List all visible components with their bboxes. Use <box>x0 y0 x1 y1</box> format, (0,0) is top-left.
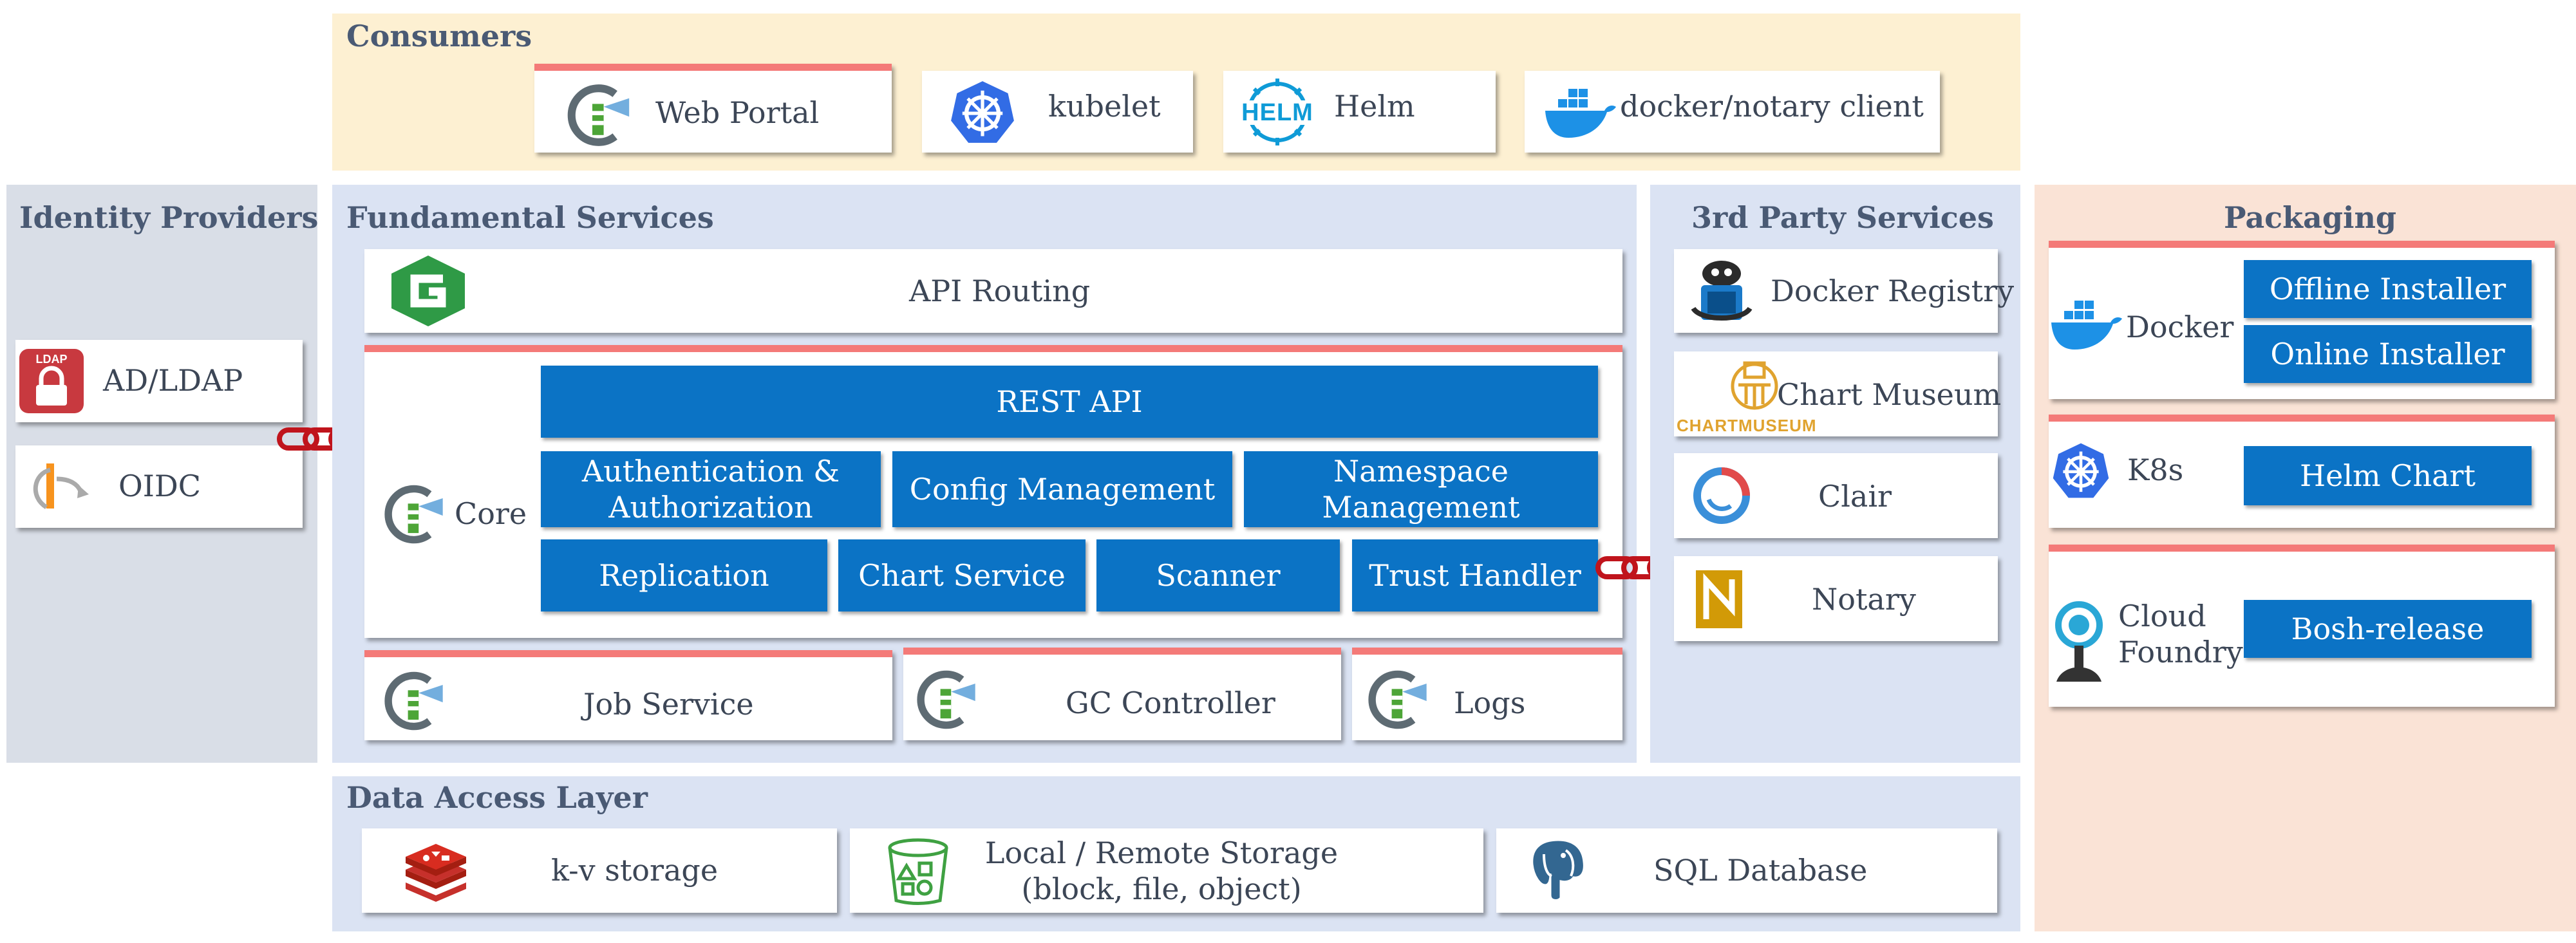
logs-label: Logs <box>1454 686 1526 720</box>
gc-controller-label: GC Controller <box>1066 686 1275 720</box>
docker-notary-client-card[interactable]: docker/notary client <box>1525 71 1940 153</box>
web-portal-card[interactable]: Web Portal <box>534 64 892 153</box>
job-service-label: Job Service <box>583 687 754 722</box>
docker-registry-card[interactable]: Docker Registry <box>1674 249 2014 333</box>
api-routing-card[interactable]: API Routing <box>364 249 1622 333</box>
scanner-box[interactable]: Scanner <box>1096 539 1340 612</box>
helm-card[interactable]: HELM Helm <box>1223 71 1496 153</box>
docker-notary-client-label: docker/notary client <box>1620 89 1924 124</box>
replication-box[interactable]: Replication <box>541 539 827 612</box>
packaging-docker-label: Docker <box>2126 310 2234 344</box>
kubernetes-icon <box>949 79 1016 145</box>
packaging-title: Packaging <box>2224 200 2397 235</box>
kv-storage-label: k-v storage <box>551 853 719 888</box>
storage-bucket-icon <box>885 837 952 906</box>
ad-ldap-card[interactable]: LDAP AD/LDAP <box>15 340 303 422</box>
chart-museum-card[interactable]: CHARTMUSEUM Chart Museum <box>1674 351 2002 436</box>
bosh-release-button[interactable]: Bosh-release <box>2244 600 2532 658</box>
clair-label: Clair <box>1818 479 1892 514</box>
chartmuseum-icon-text: CHARTMUSEUM <box>1677 416 1817 435</box>
namespace-management-box[interactable]: Namespace Management <box>1244 451 1598 527</box>
chart-service-box[interactable]: Chart Service <box>838 539 1086 612</box>
redis-icon <box>400 837 471 902</box>
local-remote-storage-card[interactable]: Local / Remote Storage (block, file, obj… <box>850 828 1483 913</box>
chartmuseum-icon: CHARTMUSEUM <box>1677 357 1818 435</box>
notary-card[interactable]: Notary <box>1674 556 1998 641</box>
gc-controller-card[interactable]: GC Controller <box>903 648 1341 740</box>
harbor-icon <box>381 481 448 548</box>
cloud-foundry-icon <box>2053 601 2105 684</box>
consumers-title: Consumers <box>346 19 532 53</box>
clair-icon <box>1689 463 1754 528</box>
oidc-card[interactable]: OIDC <box>15 445 303 528</box>
data-access-layer-title: Data Access Layer <box>346 780 648 815</box>
cloud-foundry-label: Cloud Foundry <box>2118 599 2243 670</box>
ldap-icon-text: LDAP <box>35 353 68 366</box>
nginx-icon <box>388 254 469 328</box>
docker-registry-label: Docker Registry <box>1771 274 2015 308</box>
logs-card[interactable]: Logs <box>1352 648 1622 740</box>
notary-label: Notary <box>1812 582 1916 617</box>
kubelet-label: kubelet <box>1048 89 1161 124</box>
config-management-box[interactable]: Config Management <box>892 451 1232 527</box>
ldap-icon: LDAP <box>19 349 84 413</box>
rest-api-box[interactable]: REST API <box>541 366 1598 438</box>
harbor-icon <box>381 668 448 734</box>
authentication-authorization-box[interactable]: Authentication & Authorization <box>541 451 881 527</box>
ad-ldap-label: AD/LDAP <box>103 363 243 398</box>
postgresql-icon <box>1526 836 1590 903</box>
local-remote-storage-label: Local / Remote Storage (block, file, obj… <box>984 836 1339 907</box>
harbor-icon <box>564 80 635 151</box>
helm-chart-button[interactable]: Helm Chart <box>2244 446 2532 505</box>
oidc-icon <box>27 457 91 516</box>
clair-card[interactable]: Clair <box>1674 453 1998 538</box>
job-service-card[interactable]: Job Service <box>364 650 892 740</box>
docker-icon <box>2049 294 2123 352</box>
sql-database-label: SQL Database <box>1653 853 1868 888</box>
fundamental-services-title: Fundamental Services <box>346 200 714 235</box>
docker-icon <box>1543 82 1617 140</box>
kubelet-card[interactable]: kubelet <box>922 71 1193 153</box>
chart-museum-label: Chart Museum <box>1777 377 2002 412</box>
harbor-icon <box>914 666 981 733</box>
identity-providers-title: Identity Providers <box>19 200 319 235</box>
helm-icon: HELM <box>1239 77 1316 147</box>
third-party-services-title: 3rd Party Services <box>1691 200 1994 235</box>
packaging-k8s-label: K8s <box>2127 453 2184 487</box>
core-label: Core <box>455 496 527 531</box>
harbor-icon <box>1365 666 1432 733</box>
api-routing-label: API Routing <box>909 274 1091 308</box>
notary-icon <box>1696 570 1742 628</box>
sql-database-card[interactable]: SQL Database <box>1496 828 1997 913</box>
offline-installer-button[interactable]: Offline Installer <box>2244 260 2532 318</box>
web-portal-label: Web Portal <box>655 95 820 130</box>
helm-label: Helm <box>1334 89 1415 124</box>
kv-storage-card[interactable]: k-v storage <box>362 828 837 913</box>
kubernetes-icon <box>2051 441 2111 500</box>
online-installer-button[interactable]: Online Installer <box>2244 325 2532 383</box>
oidc-label: OIDC <box>118 469 201 503</box>
docker-registry-icon <box>1688 257 1755 326</box>
helm-icon-text: HELM <box>1241 99 1313 126</box>
trust-handler-box[interactable]: Trust Handler <box>1352 539 1598 612</box>
